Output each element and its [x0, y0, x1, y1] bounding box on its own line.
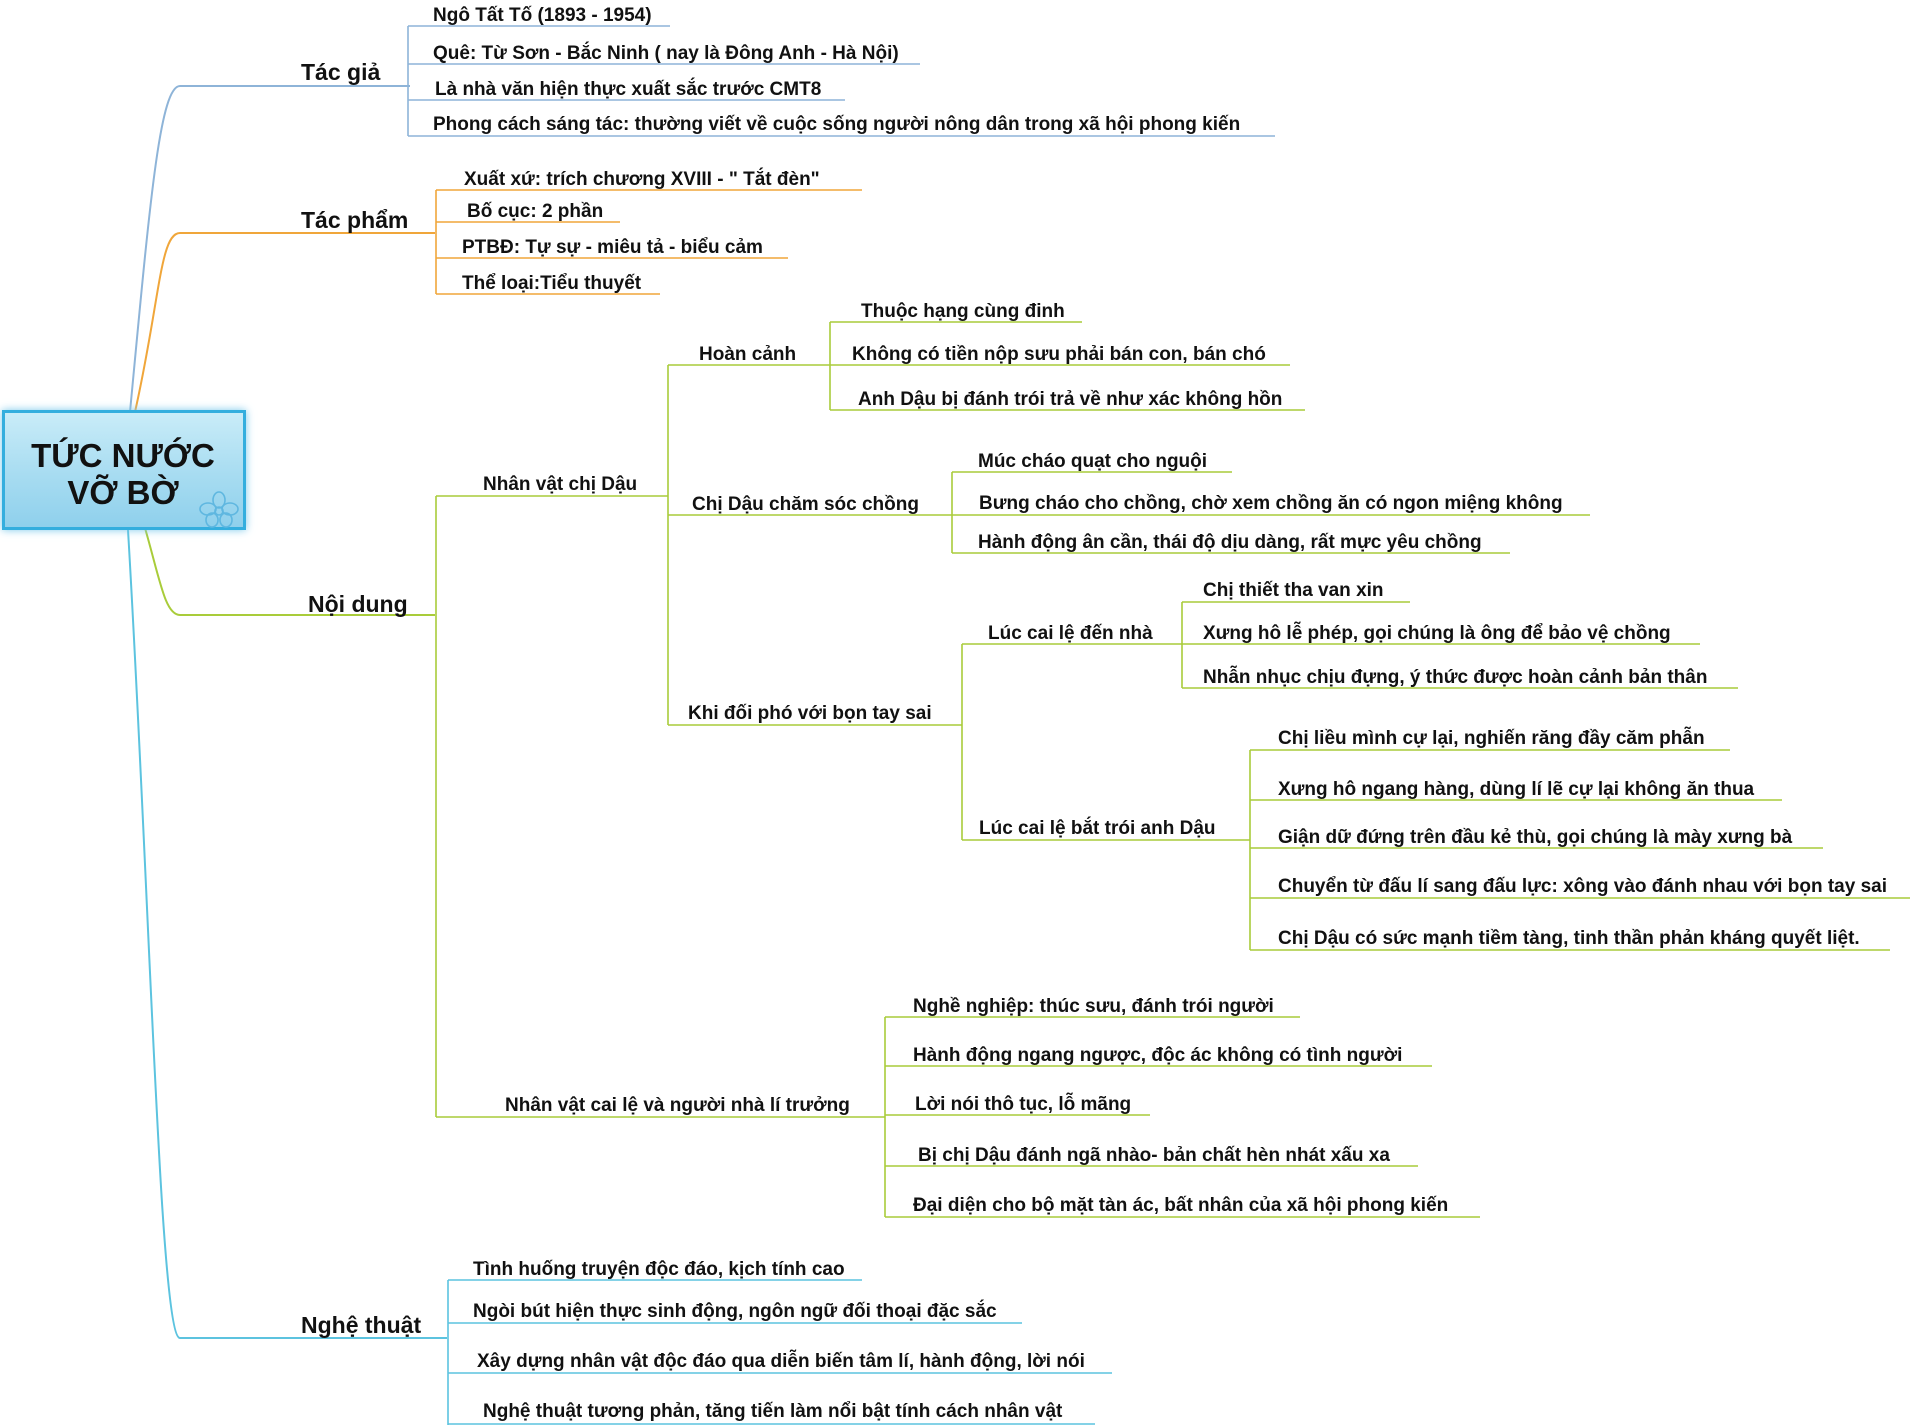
hoan-canh-item-3: Anh Dậu bị đánh trói trả về như xác khôn… — [858, 389, 1282, 410]
sub-label-cham-soc: Chị Dậu chăm sóc chồng — [692, 494, 919, 515]
root-title: TỨC NƯỚC VỠ BỜ — [5, 437, 241, 511]
tac-pham-item-4: Thể loại:Tiểu thuyết — [462, 273, 642, 294]
cai-le-item-2: Hành động ngang ngược, độc ác không có t… — [913, 1045, 1402, 1066]
hoan-canh-item-2: Không có tiền nộp sưu phải bán con, bán … — [852, 344, 1266, 365]
tac-pham-item-3: PTBĐ: Tự sự - miêu tả - biểu cảm — [462, 237, 763, 258]
nghe-thuat-item-1: Tình huống truyện độc đáo, kịch tính cao — [473, 1259, 845, 1280]
branch-tac-pham — [435, 189, 862, 295]
root-title-line-1: TỨC NƯỚC — [31, 437, 215, 474]
connector-tac-pham — [134, 232, 435, 413]
root-node: TỨC NƯỚC VỠ BỜ — [2, 410, 246, 530]
connector-tac-gia — [129, 85, 410, 413]
tac-pham-item-2: Bố cục: 2 phần — [467, 201, 603, 222]
branch-label-nghe-thuat: Nghệ thuật — [301, 1312, 421, 1338]
connector-noi-dung — [144, 527, 435, 616]
branch-noi-dung — [435, 321, 1910, 1218]
connector-nghe-thuat — [127, 529, 447, 1339]
nghe-thuat-item-2: Ngòi bút hiện thực sinh động, ngôn ngữ đ… — [473, 1300, 997, 1322]
tac-gia-item-2: Quê: Từ Sơn - Bắc Ninh ( nay là Đông Anh… — [433, 42, 899, 64]
cham-soc-item-2: Bưng cháo cho chồng, chờ xem chồng ăn có… — [979, 493, 1563, 514]
root-title-line-2: VỠ BỜ — [67, 474, 179, 511]
bat-troi-item-2: Xưng hô ngang hàng, dùng lí lẽ cự lại kh… — [1278, 779, 1755, 800]
sub-label-doi-pho: Khi đối phó với bọn tay sai — [688, 703, 932, 724]
cai-le-item-5: Đại diện cho bộ mặt tàn ác, bất nhân của… — [913, 1195, 1448, 1216]
cai-le-item-3: Lời nói thô tục, lỗ mãng — [915, 1093, 1131, 1115]
hoan-canh-item-1: Thuộc hạng cùng đinh — [861, 301, 1065, 322]
sub-label-cai-le: Nhân vật cai lệ và người nhà lí trưởng — [505, 1095, 850, 1116]
bat-troi-item-4: Chuyển từ đấu lí sang đấu lực: xông vào … — [1278, 876, 1887, 897]
flower-icon — [199, 491, 239, 528]
den-nha-item-2: Xưng hô lễ phép, gọi chúng là ông để bảo… — [1203, 622, 1671, 644]
sub-label-den-nha: Lúc cai lệ đến nhà — [988, 623, 1153, 644]
branch-tac-gia — [407, 25, 1275, 137]
cham-soc-item-3: Hành động ân cần, thái độ dịu dàng, rất … — [978, 532, 1482, 553]
tac-gia-item-3: Là nhà văn hiện thực xuất sắc trước CMT8 — [435, 78, 821, 100]
nghe-thuat-item-4: Nghệ thuật tương phản, tăng tiến làm nổi… — [483, 1401, 1063, 1422]
sub-label-hoan-canh: Hoàn cảnh — [699, 344, 796, 365]
sub-label-chi-dau: Nhân vật chị Dậu — [483, 474, 637, 495]
cai-le-item-4: Bị chị Dậu đánh ngã nhào- bản chất hèn n… — [918, 1145, 1390, 1166]
branch-nghe-thuat — [447, 1279, 1112, 1425]
nghe-thuat-item-3: Xây dựng nhân vật độc đáo qua diễn biến … — [477, 1350, 1085, 1372]
branch-label-tac-pham: Tác phẩm — [301, 207, 408, 233]
bat-troi-item-3: Giận dữ đứng trên đầu kẻ thù, gọi chúng … — [1278, 827, 1793, 848]
branch-label-noi-dung: Nội dung — [308, 591, 408, 617]
cham-soc-item-1: Múc cháo quạt cho nguội — [978, 451, 1207, 472]
den-nha-item-1: Chị thiết tha van xin — [1203, 580, 1384, 601]
cai-le-item-1: Nghề nghiệp: thúc sưu, đánh trói người — [913, 996, 1274, 1017]
tac-gia-item-1: Ngô Tất Tố (1893 - 1954) — [433, 5, 652, 26]
tac-gia-item-4: Phong cách sáng tác: thường viết về cuộc… — [433, 114, 1240, 135]
tac-pham-item-1: Xuất xứ: trích chương XVIII - " Tắt đèn" — [464, 168, 820, 190]
branch-label-tac-gia: Tác giả — [301, 59, 380, 85]
bat-troi-item-5: Chị Dậu có sức mạnh tiềm tàng, tinh thần… — [1278, 928, 1860, 949]
bat-troi-item-1: Chị liều mình cự lại, nghiến răng đầy că… — [1278, 727, 1705, 749]
den-nha-item-3: Nhẫn nhục chịu đựng, ý thức được hoàn cả… — [1203, 666, 1707, 688]
sub-label-bat-troi: Lúc cai lệ bắt trói anh Dậu — [979, 817, 1216, 839]
